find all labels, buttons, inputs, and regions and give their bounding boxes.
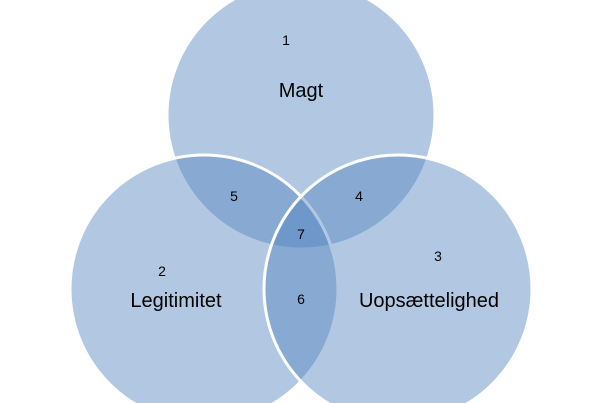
region-number-1: 1 (282, 32, 290, 48)
region-number-6: 6 (297, 291, 305, 307)
label-uopsaettelighed: Uopsættelighed (359, 290, 499, 312)
circle-legitimitet (68, 153, 340, 403)
label-legitimitet: Legitimitet (130, 290, 222, 312)
region-number-7: 7 (297, 226, 305, 242)
circle-magt (165, 0, 437, 251)
region-number-5: 5 (230, 188, 238, 204)
circle-uopsaettelighed (262, 153, 534, 403)
label-magt: Magt (279, 80, 324, 102)
region-number-4: 4 (355, 188, 363, 204)
region-number-3: 3 (434, 248, 442, 264)
region-number-2: 2 (158, 263, 166, 279)
